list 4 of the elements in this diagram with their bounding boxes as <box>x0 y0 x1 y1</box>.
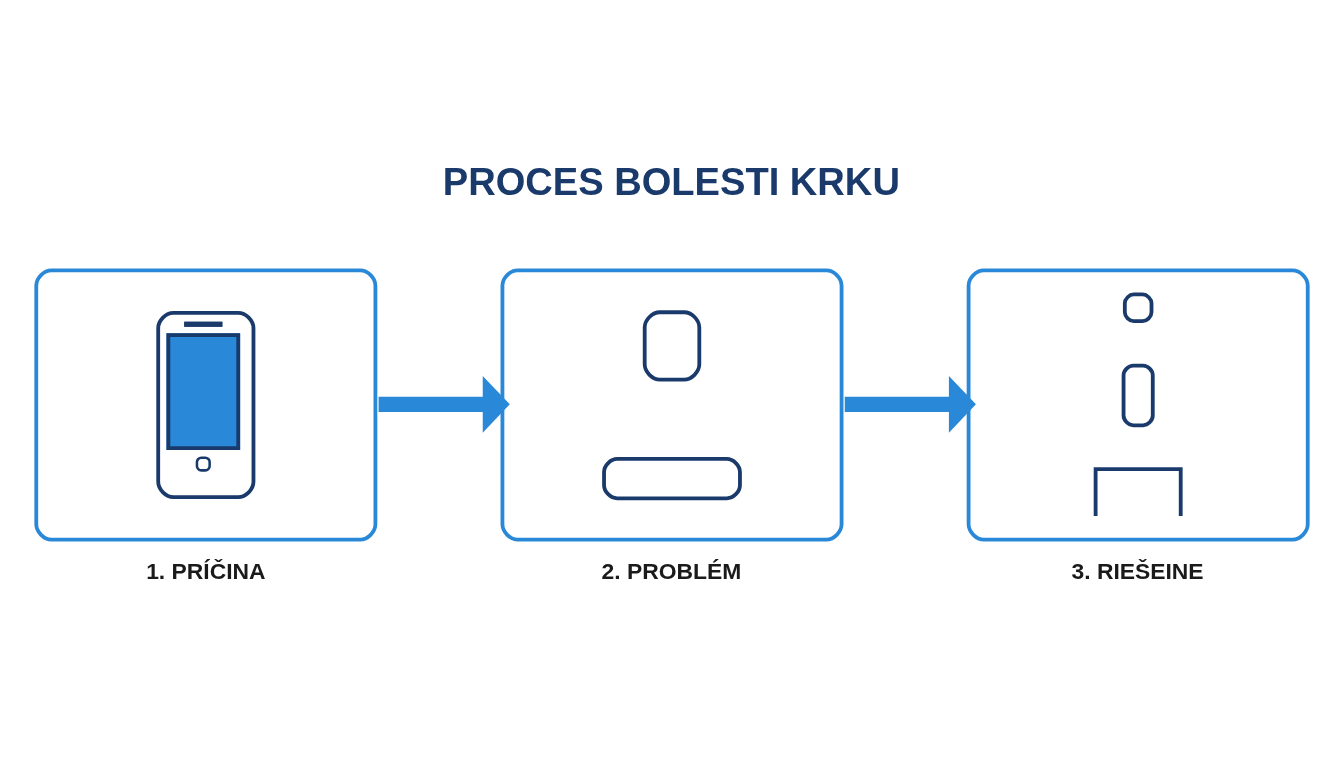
node-label: 3. RIEŠEINE <box>1071 557 1204 584</box>
node-label: 2. PROBLÉM <box>601 557 742 584</box>
diagram-title: PROCES BOLESTI KRKU <box>442 161 900 204</box>
node-label: 1. PRÍČINA <box>146 557 266 584</box>
